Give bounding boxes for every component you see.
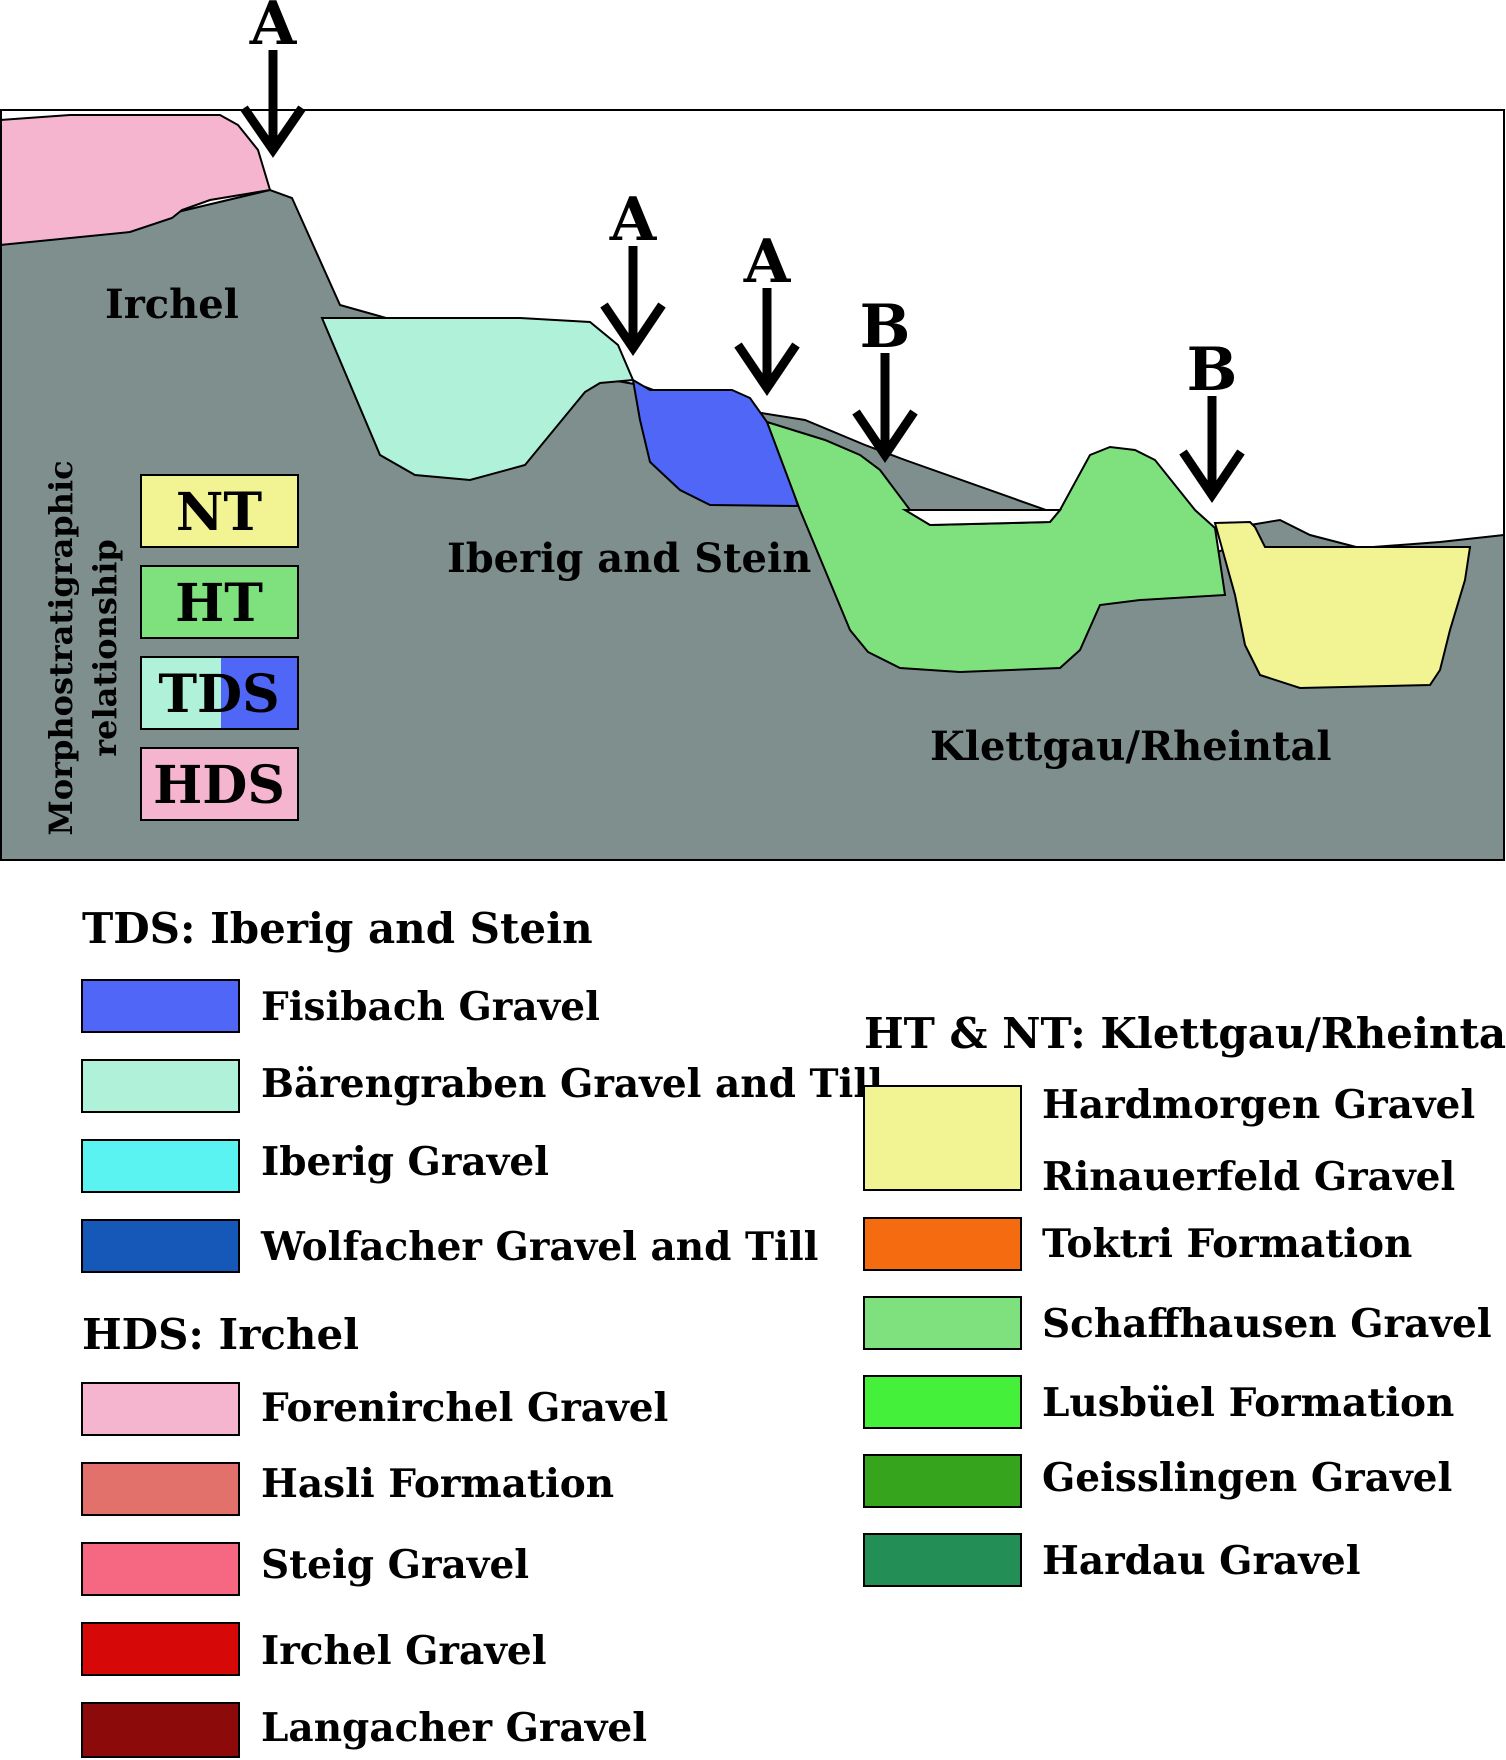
legend-item: Lusbüel Formation (863, 1375, 1454, 1429)
legend-hds: HDS: Irchel Forenirchel Gravel Hasli For… (81, 1310, 668, 1758)
svg-text:Steig Gravel: Steig Gravel (261, 1542, 529, 1588)
legend-item: Fisibach Gravel (81, 979, 600, 1033)
legend-item: Toktri Formation (863, 1217, 1412, 1271)
svg-text:Bärengraben Gravel and Till: Bärengraben Gravel and Till (261, 1061, 883, 1107)
arrow-a-3: A (734, 227, 800, 397)
legend-item: Forenirchel Gravel (81, 1382, 668, 1436)
hardmorgen-deposit (1213, 520, 1472, 690)
box-nt: NT (140, 474, 299, 548)
arrow-b-2: B (1179, 335, 1245, 504)
box-tds: TDS (140, 656, 299, 730)
svg-text:Iberig Gravel: Iberig Gravel (261, 1139, 549, 1185)
legend-tds: TDS: Iberig and Stein Fisibach Gravel Bä… (81, 904, 883, 1273)
barengraben-deposit (320, 317, 635, 482)
arrow-a-1: A (240, 0, 306, 158)
legend-item-combined: Hardmorgen Gravel Rinauerfeld Gravel (863, 1082, 1475, 1200)
legend-hds-heading: HDS: Irchel (82, 1310, 359, 1359)
svg-text:Fisibach Gravel: Fisibach Gravel (261, 984, 600, 1030)
svg-text:HT: HT (175, 573, 263, 634)
svg-text:Rinauerfeld Gravel: Rinauerfeld Gravel (1042, 1154, 1455, 1200)
cross-section: A A A B B Irchel Iberig and Stein Klettg… (0, 0, 1505, 861)
legend-item: Bärengraben Gravel and Till (81, 1059, 883, 1113)
svg-text:Geisslingen Gravel: Geisslingen Gravel (1042, 1455, 1452, 1501)
legend-item: Wolfacher Gravel and Till (81, 1219, 818, 1273)
svg-text:HDS: HDS (153, 755, 285, 816)
legend-item: Irchel Gravel (81, 1622, 547, 1676)
svg-text:Wolfacher Gravel and Till: Wolfacher Gravel and Till (260, 1224, 818, 1270)
svg-text:Hardmorgen Gravel: Hardmorgen Gravel (1042, 1082, 1475, 1128)
legend-item: Hasli Formation (81, 1461, 614, 1516)
arrow-a-2: A (600, 185, 666, 357)
svg-text:Langacher Gravel: Langacher Gravel (261, 1705, 647, 1751)
svg-text:Toktri Formation: Toktri Formation (1042, 1221, 1412, 1267)
svg-text:Hardau Gravel: Hardau Gravel (1042, 1538, 1361, 1584)
svg-text:Morphostratigraphic: Morphostratigraphic (42, 460, 80, 835)
arrow-b-1: B (852, 292, 918, 464)
region-label-iberig-stein: Iberig and Stein (447, 535, 811, 582)
cross-section-frame (0, 109, 1505, 861)
legend-item: Langacher Gravel (81, 1702, 647, 1758)
svg-text:A: A (743, 227, 792, 297)
box-hds: HDS (140, 747, 299, 821)
forenirchel-deposit (0, 114, 272, 247)
legend-tds-heading: TDS: Iberig and Stein (82, 904, 593, 953)
svg-text:Schaffhausen Gravel: Schaffhausen Gravel (1042, 1301, 1492, 1347)
legend-ht-nt-heading: HT & NT: Klettgau/Rheintal (864, 1009, 1506, 1058)
valley-floor-strip (901, 509, 1063, 527)
svg-text:B: B (1187, 335, 1238, 405)
svg-text:relationship: relationship (86, 539, 124, 756)
svg-text:Lusbüel Formation: Lusbüel Formation (1042, 1380, 1454, 1426)
legend-ht-nt: HT & NT: Klettgau/Rheintal Hardmorgen Gr… (863, 1009, 1506, 1587)
morphostratigraphic-label: Morphostratigraphic relationship (42, 460, 124, 835)
svg-text:Hasli Formation: Hasli Formation (261, 1461, 614, 1507)
svg-text:Forenirchel Gravel: Forenirchel Gravel (261, 1385, 668, 1431)
legend-item: Steig Gravel (81, 1542, 529, 1596)
legend-item: Hardau Gravel (863, 1533, 1361, 1587)
legend-item: Geisslingen Gravel (863, 1454, 1452, 1508)
legend-item: Iberig Gravel (81, 1139, 549, 1193)
region-label-klettgau: Klettgau/Rheintal (930, 723, 1332, 770)
svg-text:Irchel Gravel: Irchel Gravel (261, 1628, 547, 1674)
svg-text:B: B (860, 292, 911, 362)
region-label-irchel: Irchel (105, 281, 239, 328)
svg-text:TDS: TDS (158, 664, 279, 725)
svg-text:A: A (249, 0, 298, 59)
svg-text:A: A (609, 185, 658, 255)
box-ht: HT (140, 565, 299, 639)
svg-text:NT: NT (176, 482, 263, 543)
legend-item: Schaffhausen Gravel (863, 1296, 1492, 1350)
